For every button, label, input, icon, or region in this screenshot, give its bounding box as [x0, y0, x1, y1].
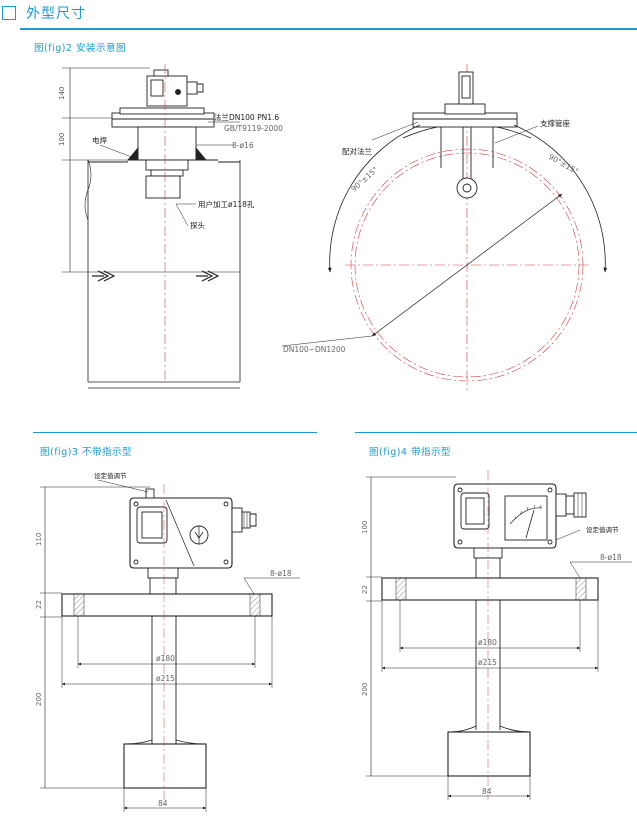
fig4-dim-22: 22 [361, 585, 369, 594]
fig2-mating-flange-label: 配对法兰 [342, 146, 372, 156]
fig2-support-seat-label: 支撑管座 [540, 118, 570, 128]
fig4-setpoint-label: 设定值调节 [586, 525, 619, 534]
fig3-drawing [40, 479, 300, 812]
fig4-holes-label: 8-ø18 [600, 553, 622, 562]
fig3-dim-110: 110 [35, 533, 43, 546]
fig3-caption: 图(fig)3 不带指示型 [40, 447, 132, 458]
fig2-caption: 图(fig)2 安装示意图 [34, 43, 126, 54]
fig4-drawing [366, 470, 632, 800]
fig4-dim-200: 200 [361, 683, 369, 696]
fig2-dim-140: 140 [58, 87, 66, 100]
header-square-icon [2, 6, 16, 20]
fig2-userhole-label: 用户加工ø118孔 [198, 199, 255, 209]
fig3-d215: ø215 [156, 674, 175, 683]
fig4-w84: 84 [482, 787, 492, 796]
fig2-flange-label: 法兰DN100 PN1.6 [214, 112, 279, 122]
header-rule [20, 28, 637, 30]
fig3-w84: 84 [158, 799, 168, 808]
fig2-dim-100: 100 [58, 133, 66, 146]
fig3-dim-200: 200 [35, 693, 43, 706]
fig2-side-view [62, 64, 241, 389]
fig4-caption: 图(fig)4 带指示型 [369, 447, 451, 458]
fig2-holes-label: 8-ø16 [232, 141, 254, 150]
fig3-dim-22: 22 [35, 600, 43, 609]
fig3-d180: ø180 [156, 654, 175, 663]
fig2-section-view [281, 64, 608, 390]
fig2-angle-right: 90°±15° [547, 152, 580, 176]
fig2-weld-label: 电焊 [92, 135, 107, 145]
section-header: 外型尺寸 [0, 0, 637, 32]
section-title: 外型尺寸 [26, 6, 86, 22]
fig4-rule [355, 432, 637, 434]
fig4-d215: ø215 [478, 658, 497, 667]
fig4-dim-100: 100 [361, 521, 369, 534]
fig2-probe-label: 探头 [190, 220, 205, 230]
fig3-holes-label: 8-ø18 [270, 569, 292, 578]
fig2-angle-left: 90°±15° [349, 165, 380, 194]
fig3-setpoint-label: 设定值调节 [94, 471, 127, 480]
fig3-rule [33, 432, 317, 434]
fig2-standard-label: GB/T9119-2000 [224, 124, 283, 133]
fig2-pipe-range-label: DN100~DN1200 [283, 345, 346, 354]
fig4-d180: ø180 [478, 638, 497, 647]
